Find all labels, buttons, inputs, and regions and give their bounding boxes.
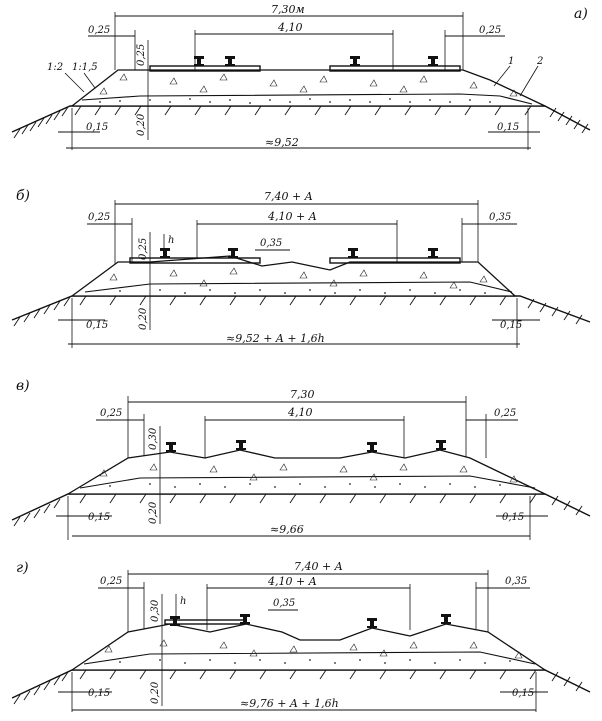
- base-width-label: ≈9,52 + A + 1,6h: [226, 332, 325, 345]
- left-shoulder-label: 0,25: [88, 25, 110, 36]
- h-label: h: [180, 596, 186, 607]
- left-berm-label: 0,15: [86, 320, 108, 331]
- slope-label: 1:2: [47, 62, 63, 73]
- mid-dim-label: 0,35: [273, 598, 295, 609]
- panel-c: в) 7,30 4,10 0,25 0,25: [11, 378, 591, 540]
- top-width-label: 7,40 + A: [294, 560, 343, 573]
- panel-letter: б): [16, 188, 30, 204]
- left-berm-label: 0,15: [88, 512, 110, 523]
- left-shoulder-label: 0,25: [100, 576, 122, 587]
- callout-1: 1: [508, 56, 514, 67]
- left-shoulder-label: 0,25: [88, 212, 110, 223]
- ballast-depth-label: 0,25: [136, 44, 147, 66]
- right-shoulder-label: 0,25: [479, 25, 501, 36]
- slope-label: 1:1,5: [72, 62, 98, 73]
- panel-b: б) 7,40 + A 4,10 + A 0,25 0,35: [11, 188, 591, 348]
- right-shoulder-label: 0,35: [505, 576, 527, 587]
- left-shoulder-label: 0,25: [100, 408, 122, 419]
- panel-d: г) 7,40 + A 4,10 + A 0,25 0,35: [11, 560, 591, 712]
- ballast-depth-label: 0,25: [138, 238, 149, 260]
- right-berm-label: 0,15: [497, 122, 519, 133]
- track-spacing-label: 4,10 + A: [267, 210, 317, 223]
- ballast-depth-label: 0,30: [148, 427, 159, 450]
- right-berm-label: 0,15: [500, 320, 522, 331]
- callout-2: 2: [536, 56, 543, 67]
- track-spacing-label: 4,10: [277, 21, 303, 34]
- base-width-label: ≈9,66: [270, 523, 304, 536]
- right-berm-label: 0,15: [502, 512, 524, 523]
- ballast-depth-label: 0,30: [150, 599, 161, 622]
- track-spacing-label: 4,10 + A: [267, 575, 317, 588]
- panel-letter: a): [574, 6, 588, 22]
- top-width-label: 7,30м: [271, 3, 305, 16]
- panel-letter: в): [16, 378, 30, 394]
- top-width-label: 7,30: [290, 388, 315, 401]
- base-width-label: ≈9,76 + A + 1,6h: [240, 697, 339, 710]
- sand-depth-label: 0,20: [148, 501, 159, 524]
- right-berm-label: 0,15: [512, 688, 534, 699]
- base-width-label: ≈9,52: [265, 136, 299, 149]
- panel-letter: г): [16, 560, 29, 576]
- sand-depth-label: 0,20: [136, 113, 147, 136]
- mid-dim-label: 0,35: [260, 238, 282, 249]
- track-spacing-label: 4,10: [287, 406, 313, 419]
- top-width-label: 7,40 + A: [264, 190, 313, 203]
- right-shoulder-label: 0,35: [489, 212, 511, 223]
- left-berm-label: 0,15: [86, 122, 108, 133]
- sand-depth-label: 0,20: [150, 681, 161, 704]
- sand-depth-label: 0,20: [138, 307, 149, 330]
- right-shoulder-label: 0,25: [494, 408, 516, 419]
- h-label: h: [168, 235, 174, 246]
- panel-a: a) 7,30м 4,10 0,25 0,25: [11, 3, 591, 150]
- left-berm-label: 0,15: [88, 688, 110, 699]
